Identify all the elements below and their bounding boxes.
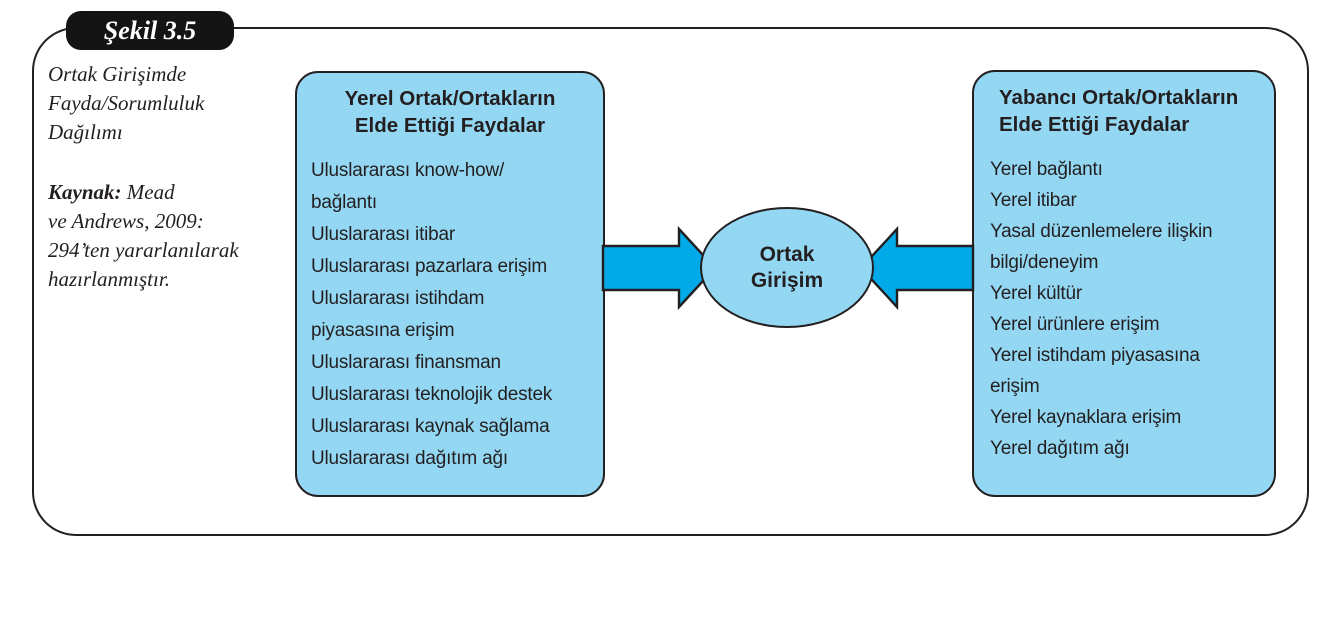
list-item: Yerel itibar [990,190,1077,211]
list-item: Yerel dağıtım ağı [990,438,1130,459]
list-item: Yerel kültür [990,283,1082,304]
joint-venture-node: Ortak Girişim [700,207,874,328]
list-item: Yasal düzenlemelere ilişkin bilgi/deneyi… [990,221,1213,273]
foreign-partner-benefits-header: Yabancı Ortak/Ortakların Elde Ettiği Fay… [999,86,1239,136]
figure-tag: Şekil 3.5 [66,11,234,50]
list-item: Uluslararası dağıtım ağı [311,448,508,469]
figure-caption: Ortak Girişimde Fayda/Sorumluluk Dağılım… [48,60,298,294]
source-label: Kaynak: [48,180,122,204]
list-item: Uluslararası know-how/ bağlantı [311,160,505,213]
local-partner-benefits-box: Yerel Ortak/Ortakların Elde Ettiği Fayda… [295,71,605,497]
local-partner-benefits-header: Yerel Ortak/Ortakların Elde Ettiği Fayda… [344,87,556,137]
foreign-partner-benefits-box: Yabancı Ortak/Ortakların Elde Ettiği Fay… [972,70,1276,497]
source-text: Mead ve Andrews, 2009: 294’ten yararlanı… [48,180,239,291]
list-item: Yerel bağlantı [990,159,1103,180]
list-item: Yerel ürünlere erişim [990,314,1160,335]
figure-source: Kaynak: Mead ve Andrews, 2009: 294’ten y… [48,178,298,294]
list-item: Yerel istihdam piyasasına erişim [990,345,1200,397]
figure-tag-label: Şekil 3.5 [103,15,197,45]
joint-venture-label: Ortak Girişim [750,242,824,292]
list-item: Uluslararası pazarlara erişim [311,256,547,277]
list-item: Uluslararası itibar [311,224,456,245]
list-item: Uluslararası teknolojik destek [311,384,553,405]
arrow-right-icon [601,225,717,311]
list-item: Yerel kaynaklara erişim [990,407,1182,428]
list-item: Uluslararası finansman [311,352,501,373]
figure-title: Ortak Girişimde Fayda/Sorumluluk Dağılım… [48,62,205,144]
list-item: Uluslararası istihdam piyasasına erişim [311,288,485,341]
arrow-left-icon [859,225,975,311]
list-item: Uluslararası kaynak sağlama [311,416,550,437]
